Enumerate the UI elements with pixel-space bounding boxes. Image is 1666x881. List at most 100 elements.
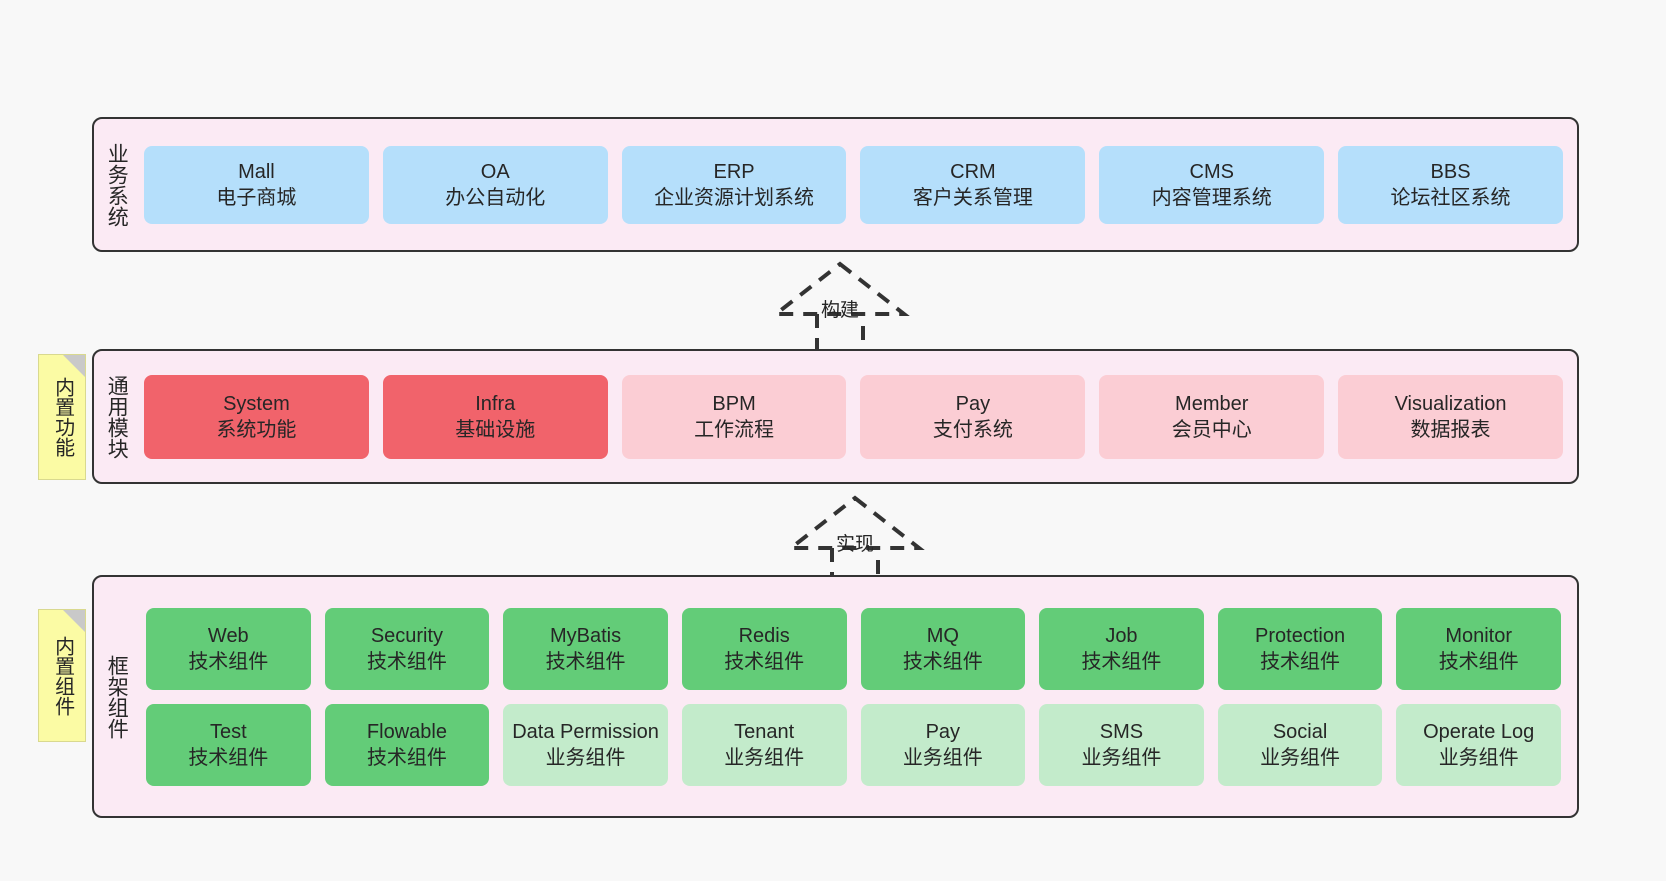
card-title: Data Permission [512, 720, 659, 743]
business-card-2[interactable]: ERP 企业资源计划系统 [621, 145, 847, 224]
card-title: BPM [712, 392, 756, 415]
layer-title-framework-components: 框架组件 [105, 654, 129, 739]
module-card-2[interactable]: BPM 工作流程 [621, 374, 847, 459]
tag-builtin-features: 内置功能 [38, 354, 86, 480]
card-subtitle: 技术组件 [724, 650, 805, 673]
business-card-1[interactable]: OA 办公自动化 [382, 145, 608, 224]
card-subtitle: 业务组件 [1438, 746, 1519, 769]
arrow-build: 构建 [760, 258, 920, 358]
module-card-3[interactable]: Pay 支付系统 [860, 374, 1086, 459]
card-subtitle: 办公自动化 [445, 186, 546, 209]
card-subtitle: 会员中心 [1171, 418, 1252, 441]
card-title: Redis [738, 624, 790, 647]
card-subtitle: 技术组件 [188, 746, 269, 769]
framework-card-biz-1[interactable]: Flowable 技术组件 [324, 703, 490, 786]
card-subtitle: 支付系统 [932, 418, 1013, 441]
card-subtitle: 技术组件 [545, 650, 626, 673]
framework-card-biz-6[interactable]: Social 业务组件 [1217, 703, 1383, 786]
module-card-4[interactable]: Member 会员中心 [1099, 374, 1325, 459]
card-title: Pay [925, 720, 961, 743]
card-title: Mall [238, 160, 275, 183]
framework-card-biz-2[interactable]: Data Permission 业务组件 [503, 703, 668, 786]
card-subtitle: 企业资源计划系统 [654, 186, 815, 209]
card-subtitle: 技术组件 [1260, 650, 1341, 673]
card-title: Operate Log [1423, 720, 1535, 743]
card-subtitle: 技术组件 [366, 650, 447, 673]
card-subtitle: 客户关系管理 [912, 186, 1033, 209]
card-subtitle: 业务组件 [902, 746, 983, 769]
layer-business-systems: 业务系统 Mall 电子商城 OA 办公自动化 ERP 企业资源计划系统 CRM 客户关系管理… [92, 117, 1579, 252]
business-card-3[interactable]: CRM 客户关系管理 [860, 145, 1086, 224]
framework-card-tech-5[interactable]: Job 技术组件 [1039, 607, 1204, 690]
card-title: Social [1272, 720, 1328, 743]
card-title: SMS [1099, 720, 1144, 743]
tag-builtin-components-label: 内置组件 [51, 635, 74, 716]
layer-title-business-systems: 业务系统 [105, 142, 129, 227]
module-card-1[interactable]: Infra 基础设施 [382, 374, 608, 459]
card-subtitle: 内容管理系统 [1151, 186, 1272, 209]
framework-card-biz-4[interactable]: Pay 业务组件 [860, 703, 1026, 786]
framework-card-tech-0[interactable]: Web 技术组件 [146, 607, 311, 690]
card-subtitle: 电子商城 [216, 186, 297, 209]
card-subtitle: 业务组件 [724, 746, 805, 769]
card-subtitle: 业务组件 [1081, 746, 1162, 769]
card-subtitle: 论坛社区系统 [1390, 186, 1511, 209]
framework-card-tech-2[interactable]: MyBatis 技术组件 [503, 607, 668, 690]
card-subtitle: 技术组件 [366, 746, 447, 769]
tag-builtin-features-label: 内置功能 [51, 377, 74, 457]
card-title: MQ [926, 624, 959, 647]
tag-builtin-components: 内置组件 [38, 609, 86, 742]
framework-card-biz-0[interactable]: Test 技术组件 [146, 703, 311, 786]
arrow-build-glyph [770, 261, 910, 354]
card-title: System [223, 392, 290, 415]
card-subtitle: 基础设施 [455, 418, 536, 441]
business-card-0[interactable]: Mall 电子商城 [144, 145, 369, 224]
card-subtitle: 技术组件 [1438, 650, 1519, 673]
card-title: Monitor [1445, 624, 1513, 647]
card-title: Tenant [734, 720, 795, 743]
card-subtitle: 技术组件 [188, 650, 269, 673]
framework-card-tech-3[interactable]: Redis 技术组件 [681, 607, 847, 690]
card-subtitle: 技术组件 [902, 650, 983, 673]
card-title: Visualization [1394, 392, 1507, 415]
card-title: ERP [713, 160, 755, 183]
framework-card-biz-3[interactable]: Tenant 业务组件 [681, 703, 847, 786]
card-title: BBS [1430, 160, 1471, 183]
framework-card-biz-7[interactable]: Operate Log 业务组件 [1396, 703, 1561, 786]
framework-card-tech-1[interactable]: Security 技术组件 [324, 607, 490, 690]
card-title: Flowable [366, 720, 447, 743]
framework-card-tech-6[interactable]: Protection 技术组件 [1217, 607, 1383, 690]
business-card-5[interactable]: BBS 论坛社区系统 [1338, 145, 1563, 224]
card-title: CRM [950, 160, 996, 183]
framework-card-tech-4[interactable]: MQ 技术组件 [860, 607, 1026, 690]
card-title: Test [209, 720, 247, 743]
card-title: OA [480, 160, 510, 183]
card-title: Security [370, 624, 444, 647]
layer-title-common-modules: 通用模块 [105, 374, 129, 459]
framework-card-tech-7[interactable]: Monitor 技术组件 [1396, 607, 1561, 690]
card-title: Member [1175, 392, 1249, 415]
card-title: Web [207, 624, 249, 647]
card-title: Infra [475, 392, 516, 415]
module-card-5[interactable]: Visualization 数据报表 [1338, 374, 1563, 459]
card-subtitle: 业务组件 [545, 746, 626, 769]
card-subtitle: 业务组件 [1260, 746, 1341, 769]
framework-card-biz-5[interactable]: SMS 业务组件 [1039, 703, 1204, 786]
card-title: Job [1105, 624, 1138, 647]
card-subtitle: 技术组件 [1081, 650, 1162, 673]
card-title: Pay [955, 392, 991, 415]
card-title: MyBatis [550, 624, 622, 647]
card-subtitle: 工作流程 [694, 418, 775, 441]
card-title: Protection [1255, 624, 1346, 647]
card-subtitle: 数据报表 [1410, 418, 1491, 441]
